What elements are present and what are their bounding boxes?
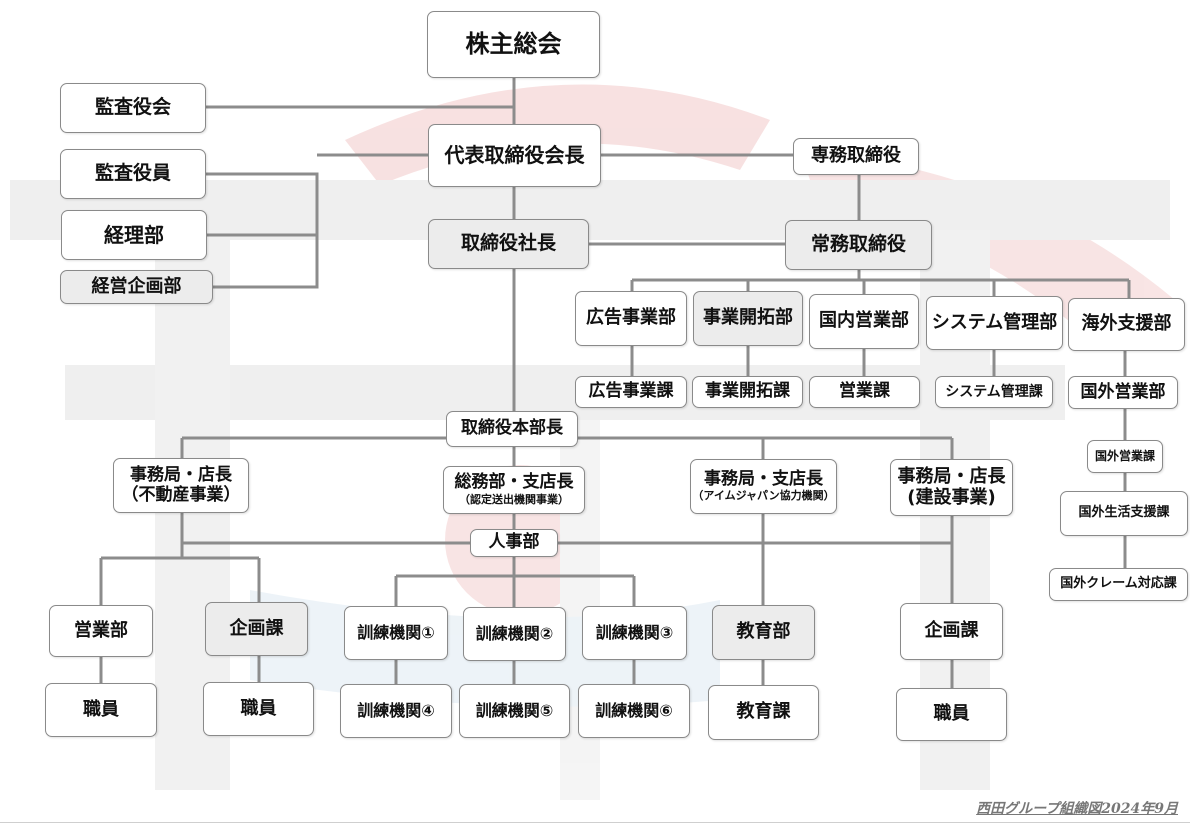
system-management-section-box: システム管理課: [935, 376, 1053, 408]
overseas-sales-section-box: 国外営業課: [1087, 440, 1163, 473]
planning-section-right-box: 企画課: [900, 603, 1003, 660]
education-dept-box: 教育部: [712, 605, 815, 660]
staff-box-2: 職員: [203, 682, 314, 736]
accounting-dept-box: 経理部: [61, 210, 207, 260]
chairman-box: 代表取締役会長: [428, 124, 601, 187]
president-box: 取締役社長: [428, 219, 589, 269]
general-manager-box: 取締役本部長: [446, 411, 578, 447]
business-development-section-box: 事業開拓課: [692, 376, 803, 408]
training-institution-1-box: 訓練機関①: [344, 606, 448, 660]
staff-box-1: 職員: [45, 683, 157, 737]
planning-section-left-box: 企画課: [205, 602, 308, 656]
managing-director-box: 常務取締役: [785, 220, 932, 270]
management-planning-dept-box: 経営企画部: [60, 270, 213, 304]
training-institution-4-box: 訓練機関④: [340, 684, 452, 738]
overseas-claim-section-box: 国外クレーム対応課: [1049, 568, 1188, 601]
audit-board-box: 監査役会: [60, 83, 206, 133]
footer-note: 西田グループ組織図2024年9月: [976, 801, 1178, 817]
office-real-estate-box: 事務局・店長 （不動産事業）: [113, 458, 249, 513]
training-institution-2-box: 訓練機関②: [463, 607, 566, 661]
bottom-divider: [0, 822, 1190, 823]
shareholders-meeting-box: 株主総会: [427, 11, 600, 78]
training-institution-5-box: 訓練機関⑤: [459, 684, 570, 738]
sales-dept-box: 営業部: [49, 605, 153, 657]
education-section-box: 教育課: [708, 685, 819, 740]
office-construction-line1: 事務局・店長: [897, 465, 1006, 487]
auditor-box: 監査役員: [60, 149, 206, 199]
office-construction-line2: (建設事業): [907, 486, 996, 508]
overseas-life-support-section-box: 国外生活支援課: [1060, 491, 1188, 536]
business-development-dept-box: 事業開拓部: [693, 291, 803, 346]
training-institution-3-box: 訓練機関③: [582, 606, 687, 660]
hr-dept-box: 人事部: [470, 529, 558, 557]
sales-section-box: 営業課: [809, 376, 920, 408]
general-affairs-line1: 総務部・支店長: [454, 472, 574, 493]
domestic-sales-dept-box: 国内営業部: [809, 294, 919, 349]
general-affairs-line2: （認定送出機関事業）: [459, 492, 569, 506]
office-real-estate-line2: （不動産事業）: [121, 484, 241, 505]
staff-box-3: 職員: [896, 688, 1007, 741]
senior-managing-director-box: 専務取締役: [793, 138, 919, 175]
office-aim-line1: 事務局・支店長: [704, 468, 823, 489]
office-real-estate-line1: 事務局・店長: [130, 464, 232, 485]
advertising-dept-box: 広告事業部: [575, 291, 687, 346]
office-construction-box: 事務局・店長 (建設事業): [890, 459, 1013, 516]
overseas-sales-dept-box: 国外営業部: [1068, 376, 1178, 409]
line-left-bracket: [206, 172, 319, 289]
general-affairs-branch-box: 総務部・支店長 （認定送出機関事業）: [443, 466, 585, 514]
overseas-support-dept-box: 海外支援部: [1068, 298, 1185, 351]
training-institution-6-box: 訓練機関⑥: [578, 684, 690, 738]
office-aim-japan-box: 事務局・支店長 （アイムジャパン協力機関）: [690, 459, 837, 514]
system-management-dept-box: システム管理部: [926, 296, 1063, 350]
advertising-section-box: 広告事業課: [575, 376, 687, 408]
office-aim-line2: （アイムジャパン協力機関）: [692, 489, 835, 503]
